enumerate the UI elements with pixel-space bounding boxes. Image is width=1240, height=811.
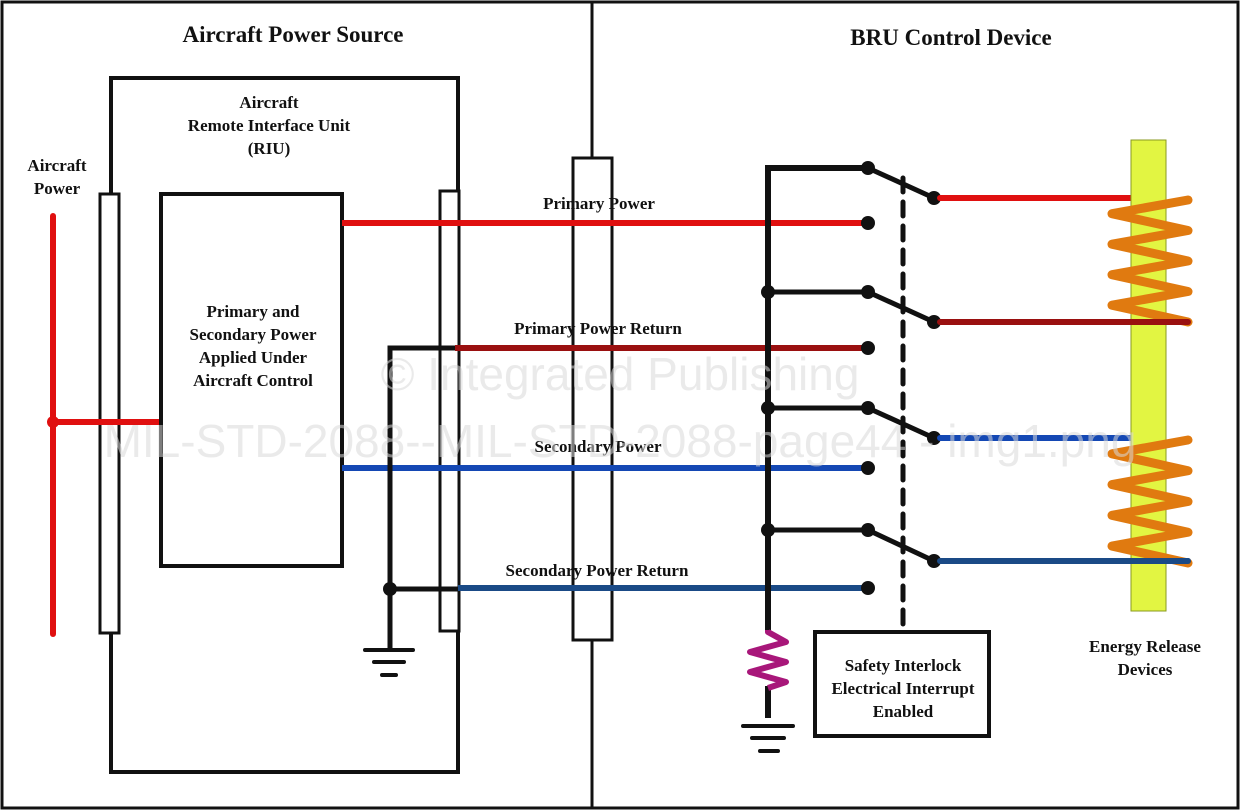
center-connector (571, 156, 614, 642)
aircraft-power-label-line-2: Power (34, 179, 81, 198)
control-box-line-1: Primary and (206, 302, 300, 321)
primary-power-contact (861, 216, 875, 230)
ground-symbol-right-icon (741, 724, 795, 753)
aircraft-power-label-line-1: Aircraft (27, 156, 86, 175)
resistor-icon (747, 629, 789, 691)
switch-output-contact-3 (927, 431, 941, 445)
riu-label-line-1: Aircraft (239, 93, 298, 112)
safety-box-line-3: Enabled (873, 702, 934, 721)
secondary-power-label: Secondary Power (534, 437, 661, 456)
safety-box-line-1: Safety Interlock (845, 656, 962, 675)
primary-power-return-contact (861, 341, 875, 355)
ground-symbol-left-icon (363, 648, 415, 677)
riu-label-line-2: Remote Interface Unit (188, 116, 351, 135)
power-control-box (159, 192, 344, 568)
switch-pivot-3 (861, 401, 875, 415)
switch-output-contact-2 (927, 315, 941, 329)
watermark-line-2: MIL-STD-2088--MIL-STD-2088-page44 - img1… (104, 415, 1137, 467)
bus-junction-3 (761, 401, 775, 415)
riu-label-line-3: (RIU) (248, 139, 291, 158)
switch-pivot-1 (861, 161, 875, 175)
secondary-power-return-contact (861, 581, 875, 595)
energy-devices-label-line-2: Devices (1118, 660, 1173, 679)
secondary-power-contact (861, 461, 875, 475)
primary-coil-icon (1107, 195, 1193, 327)
switch-output-contact-4 (927, 554, 941, 568)
riu-left-connector (98, 192, 121, 635)
primary-power-return-label: Primary Power Return (514, 319, 682, 338)
switch-pivot-4 (861, 523, 875, 537)
safety-box-line-2: Electrical Interrupt (831, 679, 974, 698)
secondary-coil-icon (1107, 435, 1193, 568)
watermark-line-1: © Integrated Publishing (381, 348, 860, 400)
ground-junction (383, 582, 397, 596)
bus-junction-4 (761, 523, 775, 537)
section-title-bru-control-device: BRU Control Device (850, 25, 1051, 50)
riu-enclosure (109, 76, 460, 774)
switch-common-bus (765, 165, 868, 632)
primary-power-label: Primary Power (543, 194, 655, 213)
control-box-line-4: Aircraft Control (193, 371, 313, 390)
return-ground-loop (387, 345, 455, 648)
energy-devices-label-line-1: Energy Release (1089, 637, 1201, 656)
coils (1107, 195, 1193, 568)
section-title-aircraft-power-source: Aircraft Power Source (183, 22, 404, 47)
aircraft-power-junction (47, 416, 59, 428)
riu-right-connector (438, 189, 461, 633)
switch-pivot-2 (861, 285, 875, 299)
secondary-power-return-label: Secondary Power Return (506, 561, 689, 580)
bus-junction-2 (761, 285, 775, 299)
safety-interlock-box (813, 630, 991, 738)
switch-output-contact-1 (927, 191, 941, 205)
control-box-line-2: Secondary Power (189, 325, 316, 344)
control-box-line-3: Applied Under (199, 348, 308, 367)
